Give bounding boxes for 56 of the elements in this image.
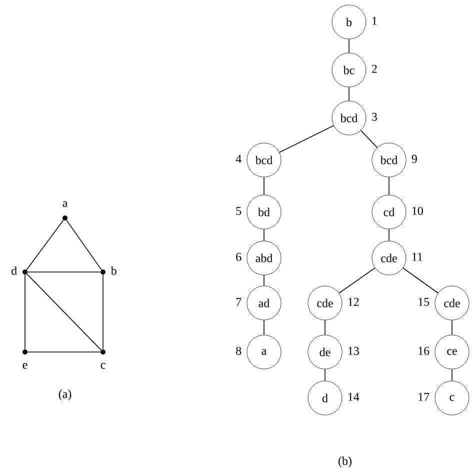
tree-node: bc	[332, 52, 366, 88]
vertex-label: c	[100, 363, 106, 369]
order-number: 16	[418, 346, 430, 355]
tree-node: cde	[308, 286, 342, 320]
order-number: 13	[348, 346, 359, 355]
tree-node: bcd	[332, 100, 366, 136]
order-number: 14	[348, 392, 360, 401]
edge	[102, 274, 104, 350]
order-number: 10	[412, 206, 423, 215]
order-number: 8	[236, 346, 242, 355]
order-number: 1	[372, 16, 377, 25]
tree-node: de	[308, 334, 342, 370]
tree-node: bd	[246, 194, 282, 230]
edge	[348, 86, 350, 102]
tree-node: cde	[434, 286, 470, 320]
edge	[338, 268, 376, 294]
vertex-label: a	[62, 201, 68, 207]
edge	[388, 228, 390, 242]
order-number: 11	[412, 252, 422, 261]
order-number: 17	[418, 392, 430, 401]
caption: (b)	[338, 456, 352, 468]
edge	[279, 125, 334, 153]
tree-node: d	[308, 380, 342, 416]
edge	[324, 368, 326, 382]
order-number: 15	[418, 298, 430, 306]
edge	[360, 130, 378, 148]
edge	[66, 220, 102, 270]
tree-node: ad	[246, 286, 282, 320]
tree-node: a	[246, 334, 282, 370]
tree-node: cde	[372, 240, 406, 276]
tree-node: ce	[434, 334, 470, 370]
order-number: 5	[236, 206, 242, 215]
order-number: 7	[236, 298, 242, 306]
order-number: 3	[372, 112, 377, 121]
tree-node: bcd	[246, 142, 282, 178]
tree-node: cd	[372, 194, 406, 230]
order-number: 2	[372, 64, 377, 73]
tree-node: b	[332, 4, 366, 40]
vertex-label: e	[22, 363, 28, 369]
tree-node: c	[434, 380, 470, 416]
tree-node: bcd	[372, 142, 406, 178]
edge	[324, 320, 326, 336]
edge	[26, 220, 64, 270]
order-number: 6	[236, 252, 242, 261]
edge	[388, 176, 390, 196]
vertex-label: b	[110, 266, 116, 275]
order-number: 9	[412, 154, 417, 163]
edge	[348, 38, 350, 54]
edge	[26, 274, 102, 350]
vertex-label: d	[12, 266, 17, 275]
tree-node: abd	[246, 240, 282, 276]
order-number: 4	[236, 154, 242, 163]
edge	[24, 274, 26, 350]
caption: (a)	[58, 390, 72, 400]
order-number: 12	[348, 298, 359, 306]
edge	[402, 268, 438, 294]
